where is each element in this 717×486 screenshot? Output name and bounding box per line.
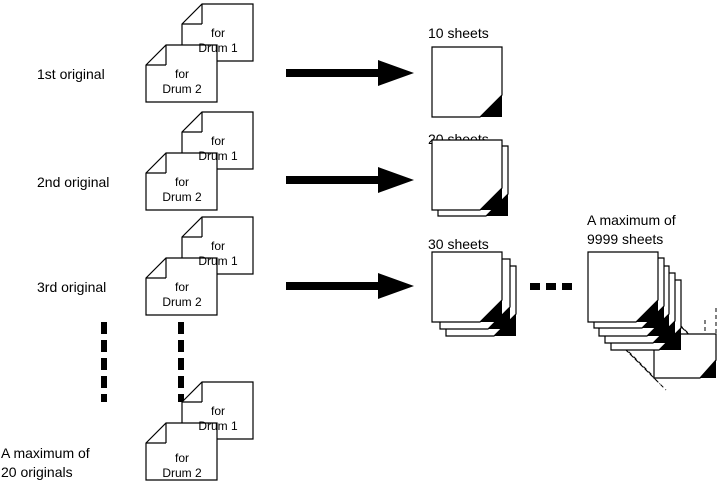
sheets-label: 10 sheets [428,25,489,41]
sheet-stack-icon [587,251,682,351]
arrow-right-icon [286,273,414,299]
max-sheets-label-line1: A maximum of [587,212,676,228]
drum1-label-drum: Drum 1 [198,419,238,433]
drum2-label-for: for [175,280,189,294]
row-1: 1st original for Drum 1 for Drum 2 10 sh… [37,3,503,118]
continuation-dashes [530,283,572,290]
max-sheets-group: A maximum of 9999 sheets [587,212,717,391]
vertical-continuation-dashes [101,322,184,402]
drum2-label-drum: Drum 2 [162,190,202,204]
drum1-label-drum: Drum 1 [198,41,238,55]
row-2: 2nd original for Drum 1 for Drum 2 20 sh… [37,111,509,217]
arrow-right-icon [286,167,414,193]
sheet-icon [431,46,503,118]
max-sheets-label-line2: 9999 sheets [587,231,663,247]
drum1-label-for: for [211,239,225,253]
drum1-label-drum: Drum 1 [198,149,238,163]
sheet-stack-icon [431,139,509,217]
drum1-label-for: for [211,404,225,418]
max-originals-label-line2: 20 originals [1,464,73,480]
row-3: 3rd original for Drum 1 for Drum 2 30 sh… [37,216,572,337]
drum2-label-for: for [175,175,189,189]
drum1-label-for: for [211,134,225,148]
sheets-label: 30 sheets [428,236,489,252]
drum2-label-drum: Drum 2 [162,82,202,96]
row-max-originals: A maximum of 20 originals for Drum 1 for… [1,381,254,481]
drum2-label-drum: Drum 2 [162,295,202,309]
max-originals-label-line1: A maximum of [1,445,90,461]
drum2-label-for: for [175,67,189,81]
original-label: 2nd original [37,174,109,190]
drum2-label-drum: Drum 2 [162,466,202,480]
sheet-stack-icon [431,251,517,337]
original-label: 3rd original [37,279,106,295]
drum2-label-for: for [175,451,189,465]
drum1-label-drum: Drum 1 [198,254,238,268]
arrow-right-icon [286,60,414,86]
original-label: 1st original [37,66,105,82]
drum1-label-for: for [211,26,225,40]
